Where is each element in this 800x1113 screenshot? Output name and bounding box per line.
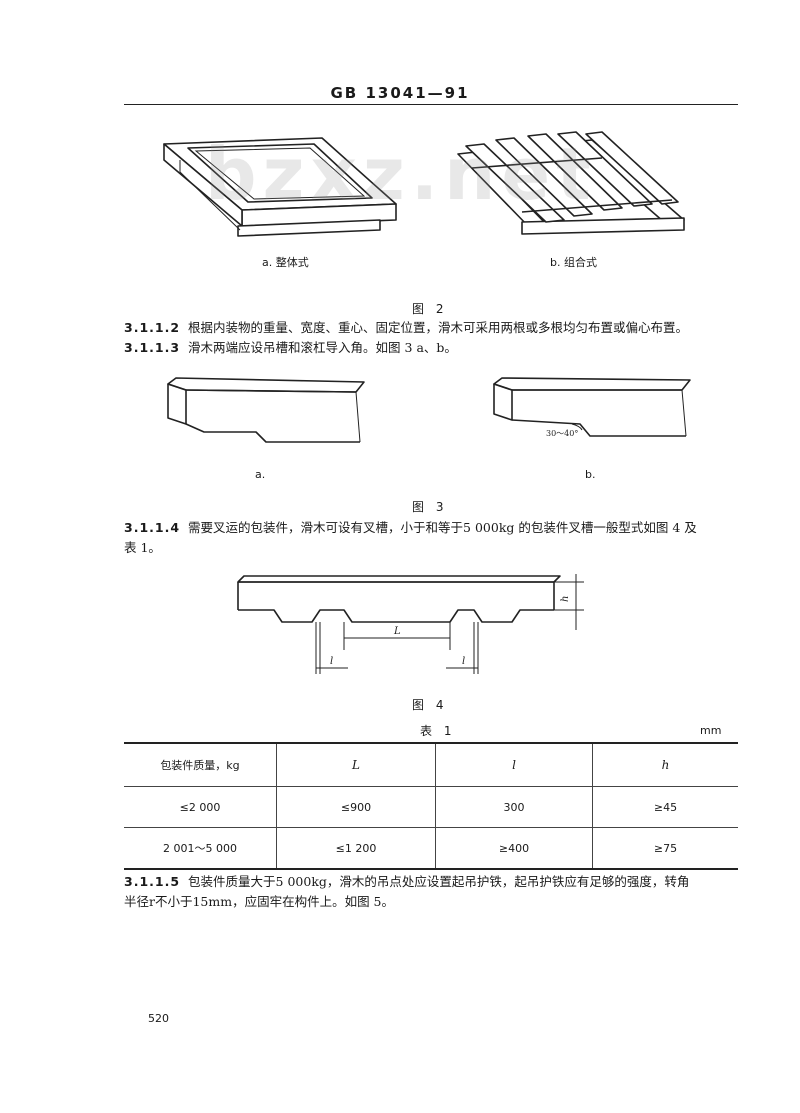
table-row: 2 001～5 000 ≤1 200 ≥400 ≥75 xyxy=(124,827,738,870)
table-cell: ≤2 000 xyxy=(124,786,277,828)
table-header-L: L xyxy=(276,742,436,787)
table-header-h: h xyxy=(592,742,738,787)
table-cell: 300 xyxy=(435,786,593,828)
page-number: 520 xyxy=(148,1012,169,1025)
figure-3-title: 图 3 xyxy=(412,500,448,514)
figure-2b-caption: b. 组合式 xyxy=(550,256,597,269)
figure-4-label-L: L xyxy=(393,626,401,637)
figure-4-fork-slot-diagram: h L l l xyxy=(237,574,584,674)
figure-2a-caption: a. 整体式 xyxy=(262,256,309,269)
figure-3b-skid-end: 30～40° xyxy=(493,377,691,438)
figure-3a-skid-end xyxy=(167,377,365,443)
table-cell: ≥45 xyxy=(592,786,738,828)
figure-2b-combined-pallet xyxy=(457,131,685,235)
table-1: 包装件质量，kg L l h ≤2 000 ≤900 300 ≥45 2 001… xyxy=(124,742,738,870)
table-header-mass: 包装件质量，kg xyxy=(124,742,277,787)
section-text-line1: 需要叉运的包装件，滑木可设有叉槽，小于和等于5 000kg 的包装件叉槽一般型式… xyxy=(188,520,697,535)
section-3-1-1-2: 3.1.1.2 根据内装物的重量、宽度、重心、固定位置，滑木可采用两根或多根均匀布… xyxy=(124,318,764,337)
table-1-unit: mm xyxy=(700,724,722,737)
section-text-line2: 表 1。 xyxy=(124,540,161,555)
section-number: 3.1.1.2 xyxy=(124,320,181,335)
table-header-l: l xyxy=(435,742,593,787)
header-rule xyxy=(124,104,738,105)
standard-code-header: GB 13041—91 xyxy=(330,84,470,102)
table-cell: ≤900 xyxy=(276,786,436,828)
table-row: ≤2 000 ≤900 300 ≥45 xyxy=(124,786,738,828)
section-3-1-1-3: 3.1.1.3 滑木两端应设吊槽和滚杠导入角。如图 3 a、b。 xyxy=(124,338,764,357)
table-cell: ≤1 200 xyxy=(276,827,436,870)
section-3-1-1-5-cont: 半径r不小于15mm，应固牢在构件上。如图 5。 xyxy=(124,892,764,911)
figure-4-label-l-right: l xyxy=(462,656,465,667)
section-number: 3.1.1.5 xyxy=(124,874,181,889)
table-cell: 2 001～5 000 xyxy=(124,827,277,870)
section-text: 滑木两端应设吊槽和滚杠导入角。如图 3 a、b。 xyxy=(188,340,457,355)
section-text-line1: 包装件质量大于5 000kg，滑木的吊点处应设置起吊护铁，起吊护铁应有足够的强度… xyxy=(188,874,690,889)
section-3-1-1-4: 3.1.1.4 需要叉运的包装件，滑木可设有叉槽，小于和等于5 000kg 的包装… xyxy=(124,518,764,537)
table-header-row: 包装件质量，kg L l h xyxy=(124,742,738,787)
section-text-line2: 半径r不小于15mm，应固牢在构件上。如图 5。 xyxy=(124,894,395,909)
figure-3b-angle-label: 30～40° xyxy=(546,429,578,438)
figure-3a-caption: a. xyxy=(255,468,266,481)
watermark: bzxz.net xyxy=(205,132,597,216)
figure-4-label-h: h xyxy=(560,596,571,602)
figure-4-title: 图 4 xyxy=(412,698,448,712)
section-3-1-1-5: 3.1.1.5 包装件质量大于5 000kg，滑木的吊点处应设置起吊护铁，起吊护铁… xyxy=(124,872,764,891)
section-text: 根据内装物的重量、宽度、重心、固定位置，滑木可采用两根或多根均匀布置或偏心布置。 xyxy=(188,320,689,335)
section-3-1-1-4-cont: 表 1。 xyxy=(124,538,764,557)
figure-3b-caption: b. xyxy=(585,468,596,481)
section-number: 3.1.1.3 xyxy=(124,340,181,355)
figure-2a-integral-pallet xyxy=(163,137,397,237)
figure-4-label-l-left: l xyxy=(330,656,333,667)
table-cell: ≥400 xyxy=(435,827,593,870)
figure-2-title: 图 2 xyxy=(412,302,448,316)
section-number: 3.1.1.4 xyxy=(124,520,181,535)
table-1-title: 表 1 xyxy=(420,724,456,738)
table-cell: ≥75 xyxy=(592,827,738,870)
